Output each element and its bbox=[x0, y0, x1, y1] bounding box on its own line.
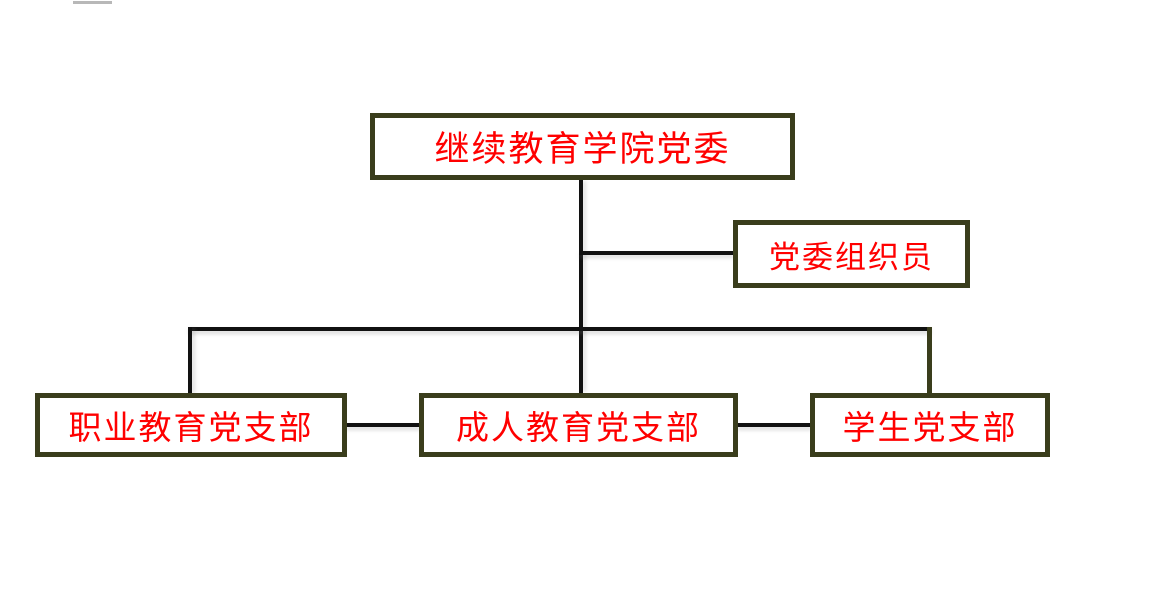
node-party-committee-organizer[interactable]: 党委组织员 bbox=[733, 220, 970, 288]
node-student-party-branch[interactable]: 学生党支部 bbox=[810, 393, 1050, 457]
connector-to-organizer bbox=[579, 251, 735, 255]
node-continuing-education-party-committee[interactable]: 继续教育学院党委 bbox=[370, 113, 795, 180]
connector-trunk-vertical bbox=[579, 180, 583, 393]
stray-line-artifact bbox=[73, 1, 112, 4]
connector-drop-right bbox=[927, 327, 932, 395]
connector-adult-to-student bbox=[736, 423, 813, 427]
connector-distribution-bar bbox=[188, 327, 932, 331]
node-vocational-education-party-branch[interactable]: 职业教育党支部 bbox=[35, 393, 347, 457]
connector-drop-left bbox=[188, 327, 192, 395]
connector-vocational-to-adult bbox=[345, 423, 422, 427]
node-adult-education-party-branch[interactable]: 成人教育党支部 bbox=[419, 393, 738, 457]
